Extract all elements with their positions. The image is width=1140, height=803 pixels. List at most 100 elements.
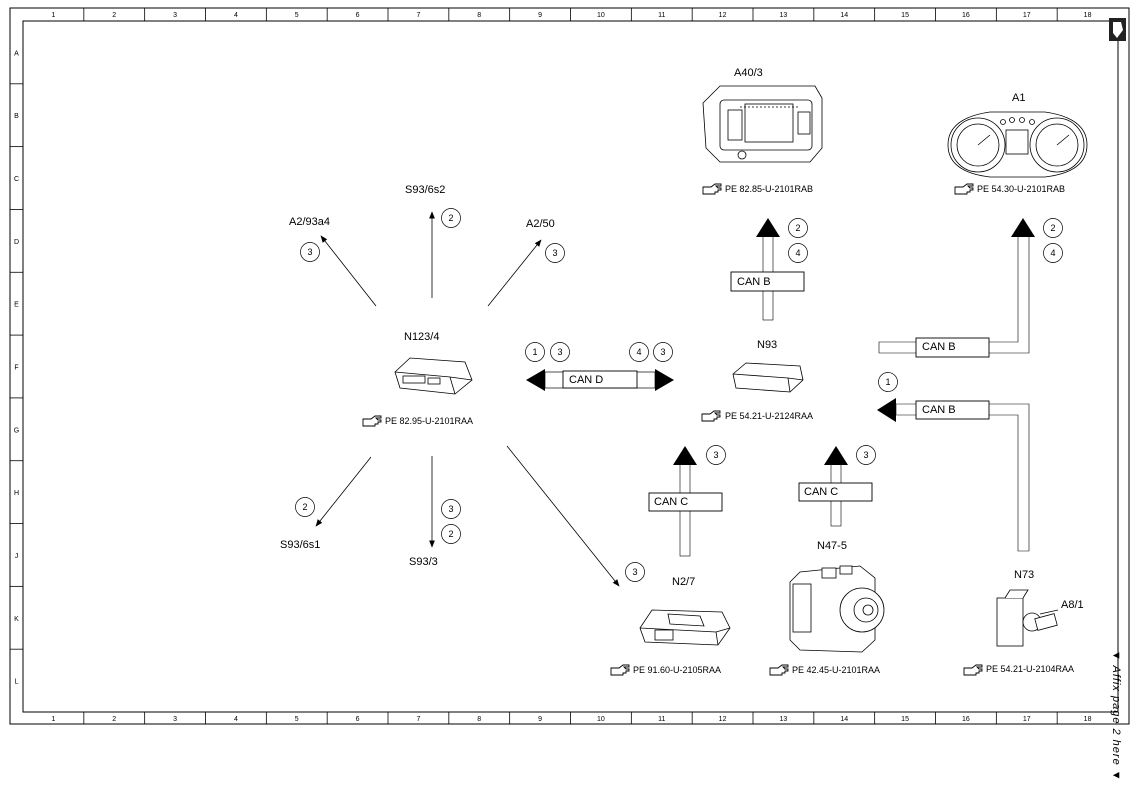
svg-text:3: 3	[448, 504, 453, 514]
grid-column-label: 14	[840, 716, 848, 723]
grid-row-label: E	[14, 302, 19, 309]
grid-column-label: 11	[658, 716, 665, 723]
grid-column-label: 6	[356, 12, 360, 19]
hand-pointer-icon	[769, 664, 789, 676]
grid-column-label: 18	[1084, 12, 1092, 19]
n93-module-image	[732, 362, 804, 393]
n73-can-b-link: CAN B	[877, 398, 1030, 552]
svg-text:3: 3	[557, 347, 562, 357]
n123-4-module-image	[394, 357, 473, 395]
can-d-connection: CAN D	[526, 369, 674, 391]
a40-3-ref[interactable]: PE 82.85-U-2101RAB	[725, 184, 813, 194]
grid-column-label: 5	[295, 716, 299, 723]
callout-circle: 4	[629, 342, 649, 362]
grid-column-label: 15	[901, 12, 909, 19]
drawing-frame	[9, 7, 1130, 725]
grid-column-label: 13	[780, 12, 788, 19]
n2-7-can-c-link: CAN C	[648, 446, 723, 557]
a40-3-label: A40/3	[734, 67, 763, 79]
a2-50-label: A2/50	[526, 218, 555, 230]
grid-column-label: 11	[658, 12, 665, 19]
svg-text:3: 3	[713, 450, 718, 460]
hand-pointer-icon	[702, 183, 722, 195]
s93-3-label: S93/3	[409, 556, 438, 568]
grid-column-label: 9	[538, 716, 542, 723]
can-d-label: CAN D	[569, 374, 603, 386]
grid-column-label: 4	[234, 716, 238, 723]
callout-circle: 3	[856, 445, 876, 465]
grid-column-label: 2	[112, 716, 116, 723]
callout-circle: 3	[653, 342, 673, 362]
grid-row-label: C	[14, 176, 19, 183]
grid-column-label: 17	[1023, 12, 1031, 19]
svg-text:CAN B: CAN B	[922, 404, 956, 416]
grid-column-label: 1	[51, 716, 55, 723]
grid-column-label: 10	[597, 716, 605, 723]
svg-text:3: 3	[632, 567, 637, 577]
callout-circle: 2	[788, 218, 808, 238]
svg-text:3: 3	[307, 247, 312, 257]
callout-circle: 4	[788, 243, 808, 263]
a1-can-b-link: CAN B	[878, 218, 1035, 358]
grid-row-label: D	[14, 239, 19, 246]
a1-label: A1	[1012, 92, 1025, 104]
grid-row-label: F	[14, 365, 18, 372]
grid-column-label: 2	[112, 12, 116, 19]
a1-ref[interactable]: PE 54.30-U-2101RAB	[977, 184, 1065, 194]
n2-7-ref[interactable]: PE 91.60-U-2105RAA	[633, 665, 721, 675]
n2-7-module-image	[639, 609, 731, 646]
svg-text:CAN C: CAN C	[654, 496, 688, 508]
grid-row-label: A	[14, 50, 19, 57]
n123-4-ref[interactable]: PE 82.95-U-2101RAA	[385, 416, 473, 426]
n93-ref[interactable]: PE 54.21-U-2124RAA	[725, 411, 813, 421]
n47-5-ref[interactable]: PE 42.45-U-2101RAA	[792, 665, 880, 675]
n47-5-label: N47-5	[817, 540, 847, 552]
svg-text:2: 2	[448, 213, 453, 223]
callout-circle: 4	[1043, 243, 1063, 263]
n73-ref[interactable]: PE 54.21-U-2104RAA	[986, 664, 1074, 674]
svg-text:3: 3	[660, 347, 665, 357]
svg-text:CAN C: CAN C	[804, 486, 838, 498]
svg-text:3: 3	[552, 248, 557, 258]
svg-text:2: 2	[302, 502, 307, 512]
hand-pointer-icon	[701, 410, 721, 422]
grid-column-label: 5	[295, 12, 299, 19]
n73-ignition-switch-image	[996, 589, 1059, 647]
svg-text:2: 2	[795, 223, 800, 233]
grid-column-label: 6	[356, 716, 360, 723]
a2-93a4-label: A2/93a4	[289, 216, 330, 228]
grid-column-label: 9	[538, 12, 542, 19]
n47-5-abs-unit-image	[789, 565, 885, 653]
grid-column-label: 15	[901, 716, 909, 723]
grid-column-label: 8	[477, 12, 481, 19]
grid-row-label: B	[14, 113, 19, 120]
grid-column-label: 16	[962, 716, 970, 723]
grid-column-label: 8	[477, 716, 481, 723]
callout-circle: 3	[550, 342, 570, 362]
s93-6s1-label: S93/6s1	[280, 539, 320, 551]
callout-circle: 2	[295, 497, 315, 517]
svg-text:4: 4	[795, 248, 800, 258]
hand-pointer-icon	[610, 664, 630, 676]
grid-column-ticks: 1122334455667788991010111112121313141415…	[51, 8, 1092, 724]
callout-circle: 3	[441, 499, 461, 519]
svg-text:2: 2	[1050, 223, 1055, 233]
callout-circle: 2	[1043, 218, 1063, 238]
grid-column-label: 17	[1023, 716, 1031, 723]
svg-text:3: 3	[863, 450, 868, 460]
n2-7-label: N2/7	[672, 576, 695, 588]
n47-5-can-c-link: CAN C	[798, 446, 873, 527]
a40-3-can-b-link: CAN B	[730, 218, 805, 321]
grid-column-label: 1	[51, 12, 55, 19]
callout-circle: 3	[545, 243, 565, 263]
callout-circle: 2	[441, 208, 461, 228]
grid-row-label: J	[15, 553, 19, 560]
affix-note: ▼ Affix page 2 here ▼	[1110, 650, 1122, 782]
svg-text:CAN B: CAN B	[922, 341, 956, 353]
n73-label: N73	[1014, 569, 1034, 581]
callout-circle: 1	[878, 372, 898, 392]
grid-column-label: 7	[416, 716, 420, 723]
svg-text:4: 4	[1050, 248, 1055, 258]
